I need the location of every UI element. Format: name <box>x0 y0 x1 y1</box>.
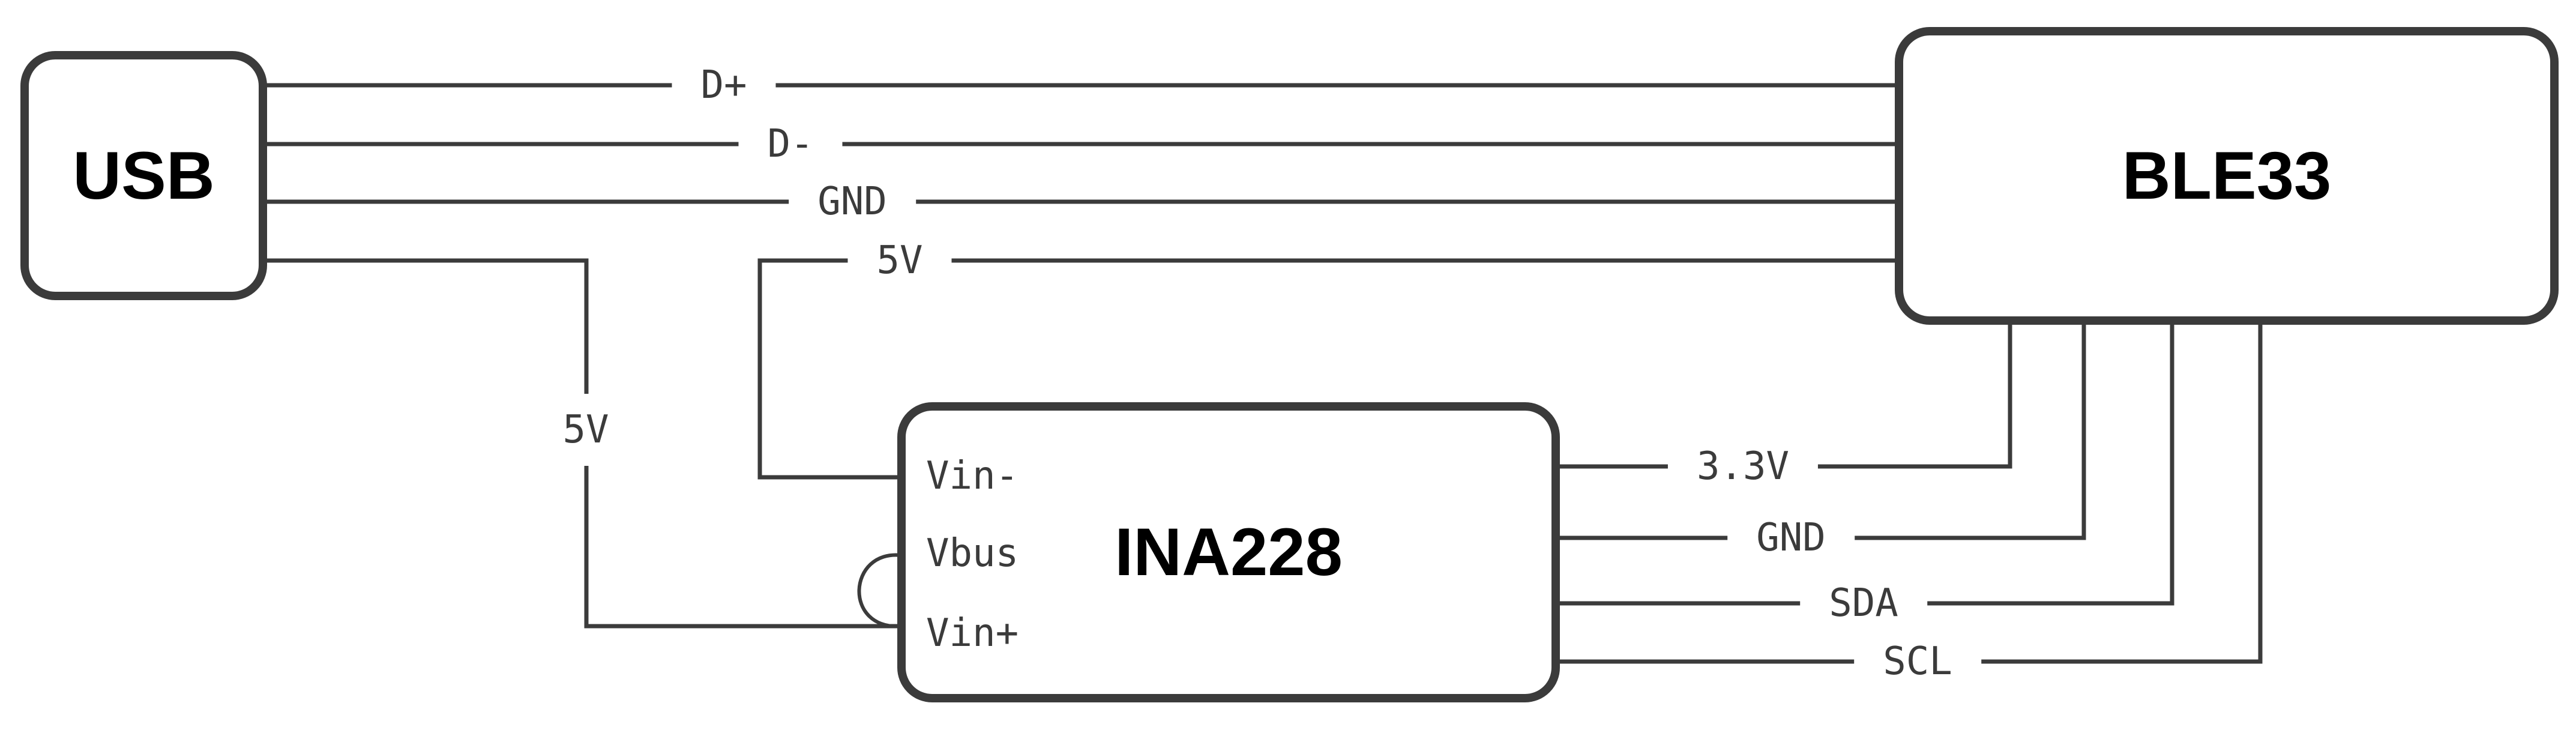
wire-sda <box>1556 321 2174 606</box>
ina228-pin-vin-plus: Vin+ <box>926 611 1019 656</box>
wire-5v-ble-to-vinminus <box>757 258 1899 480</box>
ina228-box: INA228 <box>897 402 1560 702</box>
wire-label-dplus: D+ <box>672 61 776 109</box>
wire-label-gnd-left: GND <box>789 178 916 226</box>
usb-box: USB <box>20 51 267 300</box>
vbus-vinplus-jumper-loop <box>857 553 902 629</box>
usb-title: USB <box>73 137 215 213</box>
wire-label-gnd-right: GND <box>1727 514 1855 562</box>
wire-label-dminus: D- <box>738 120 843 168</box>
ble33-title: BLE33 <box>2122 138 2332 213</box>
ble33-box: BLE33 <box>1895 27 2559 325</box>
wire-label-33v: 3.3V <box>1667 442 1819 490</box>
wire-label-sda: SDA <box>1800 579 1927 627</box>
wire-label-5v-vertical: 5V <box>549 394 622 466</box>
wire-label-scl: SCL <box>1854 638 1981 686</box>
ina228-title: INA228 <box>1115 514 1343 590</box>
wire-gnd-ina <box>1556 321 2086 540</box>
ina228-pin-vin-minus: Vin- <box>926 454 1019 498</box>
ina228-pin-vbus: Vbus <box>926 531 1019 576</box>
wire-label-5v-top: 5V <box>847 237 952 285</box>
wire-scl <box>1556 321 2263 664</box>
